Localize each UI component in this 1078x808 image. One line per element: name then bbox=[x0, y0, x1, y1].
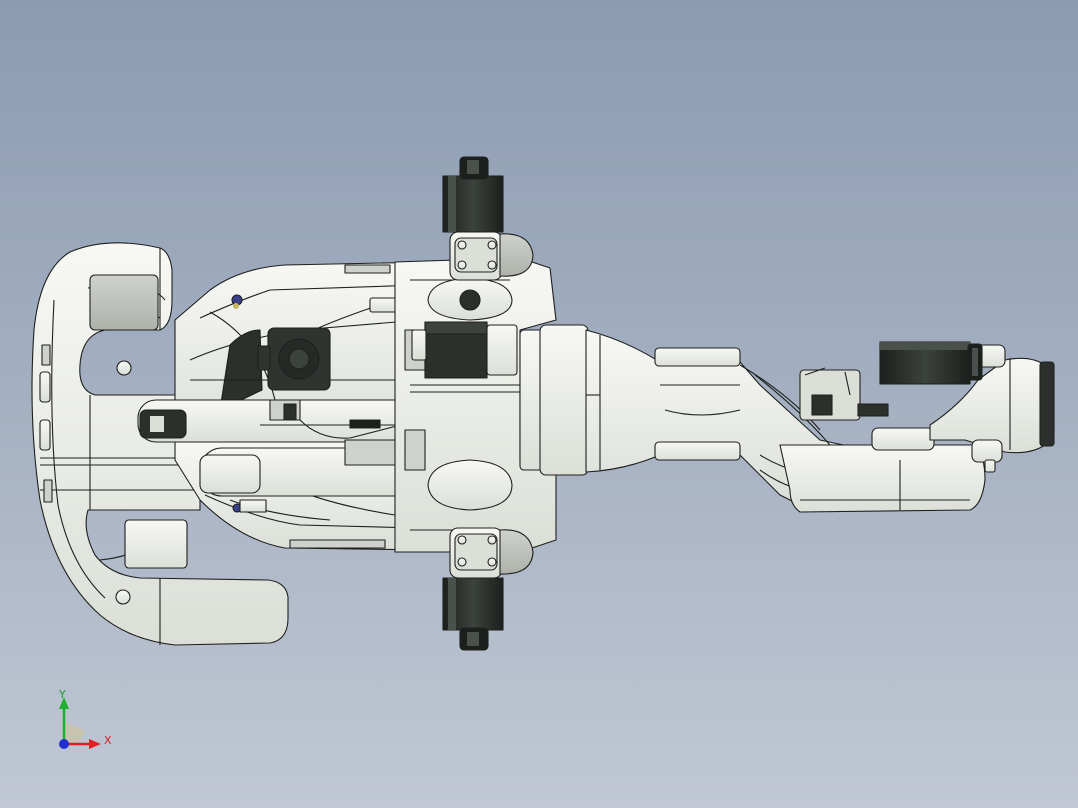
wrist-end-effector bbox=[779, 341, 1055, 513]
z-axis-marker bbox=[59, 739, 69, 749]
bottom-motor-assembly bbox=[427, 459, 534, 651]
x-axis-arrowhead bbox=[89, 739, 101, 749]
x-axis-label: X bbox=[104, 734, 112, 747]
orientation-triad[interactable] bbox=[59, 697, 101, 749]
base-loop bbox=[31, 242, 289, 646]
y-axis-arrowhead bbox=[59, 697, 69, 709]
interior-motor bbox=[257, 327, 331, 391]
y-axis-label: Y bbox=[59, 688, 66, 701]
top-motor-assembly bbox=[427, 156, 534, 321]
